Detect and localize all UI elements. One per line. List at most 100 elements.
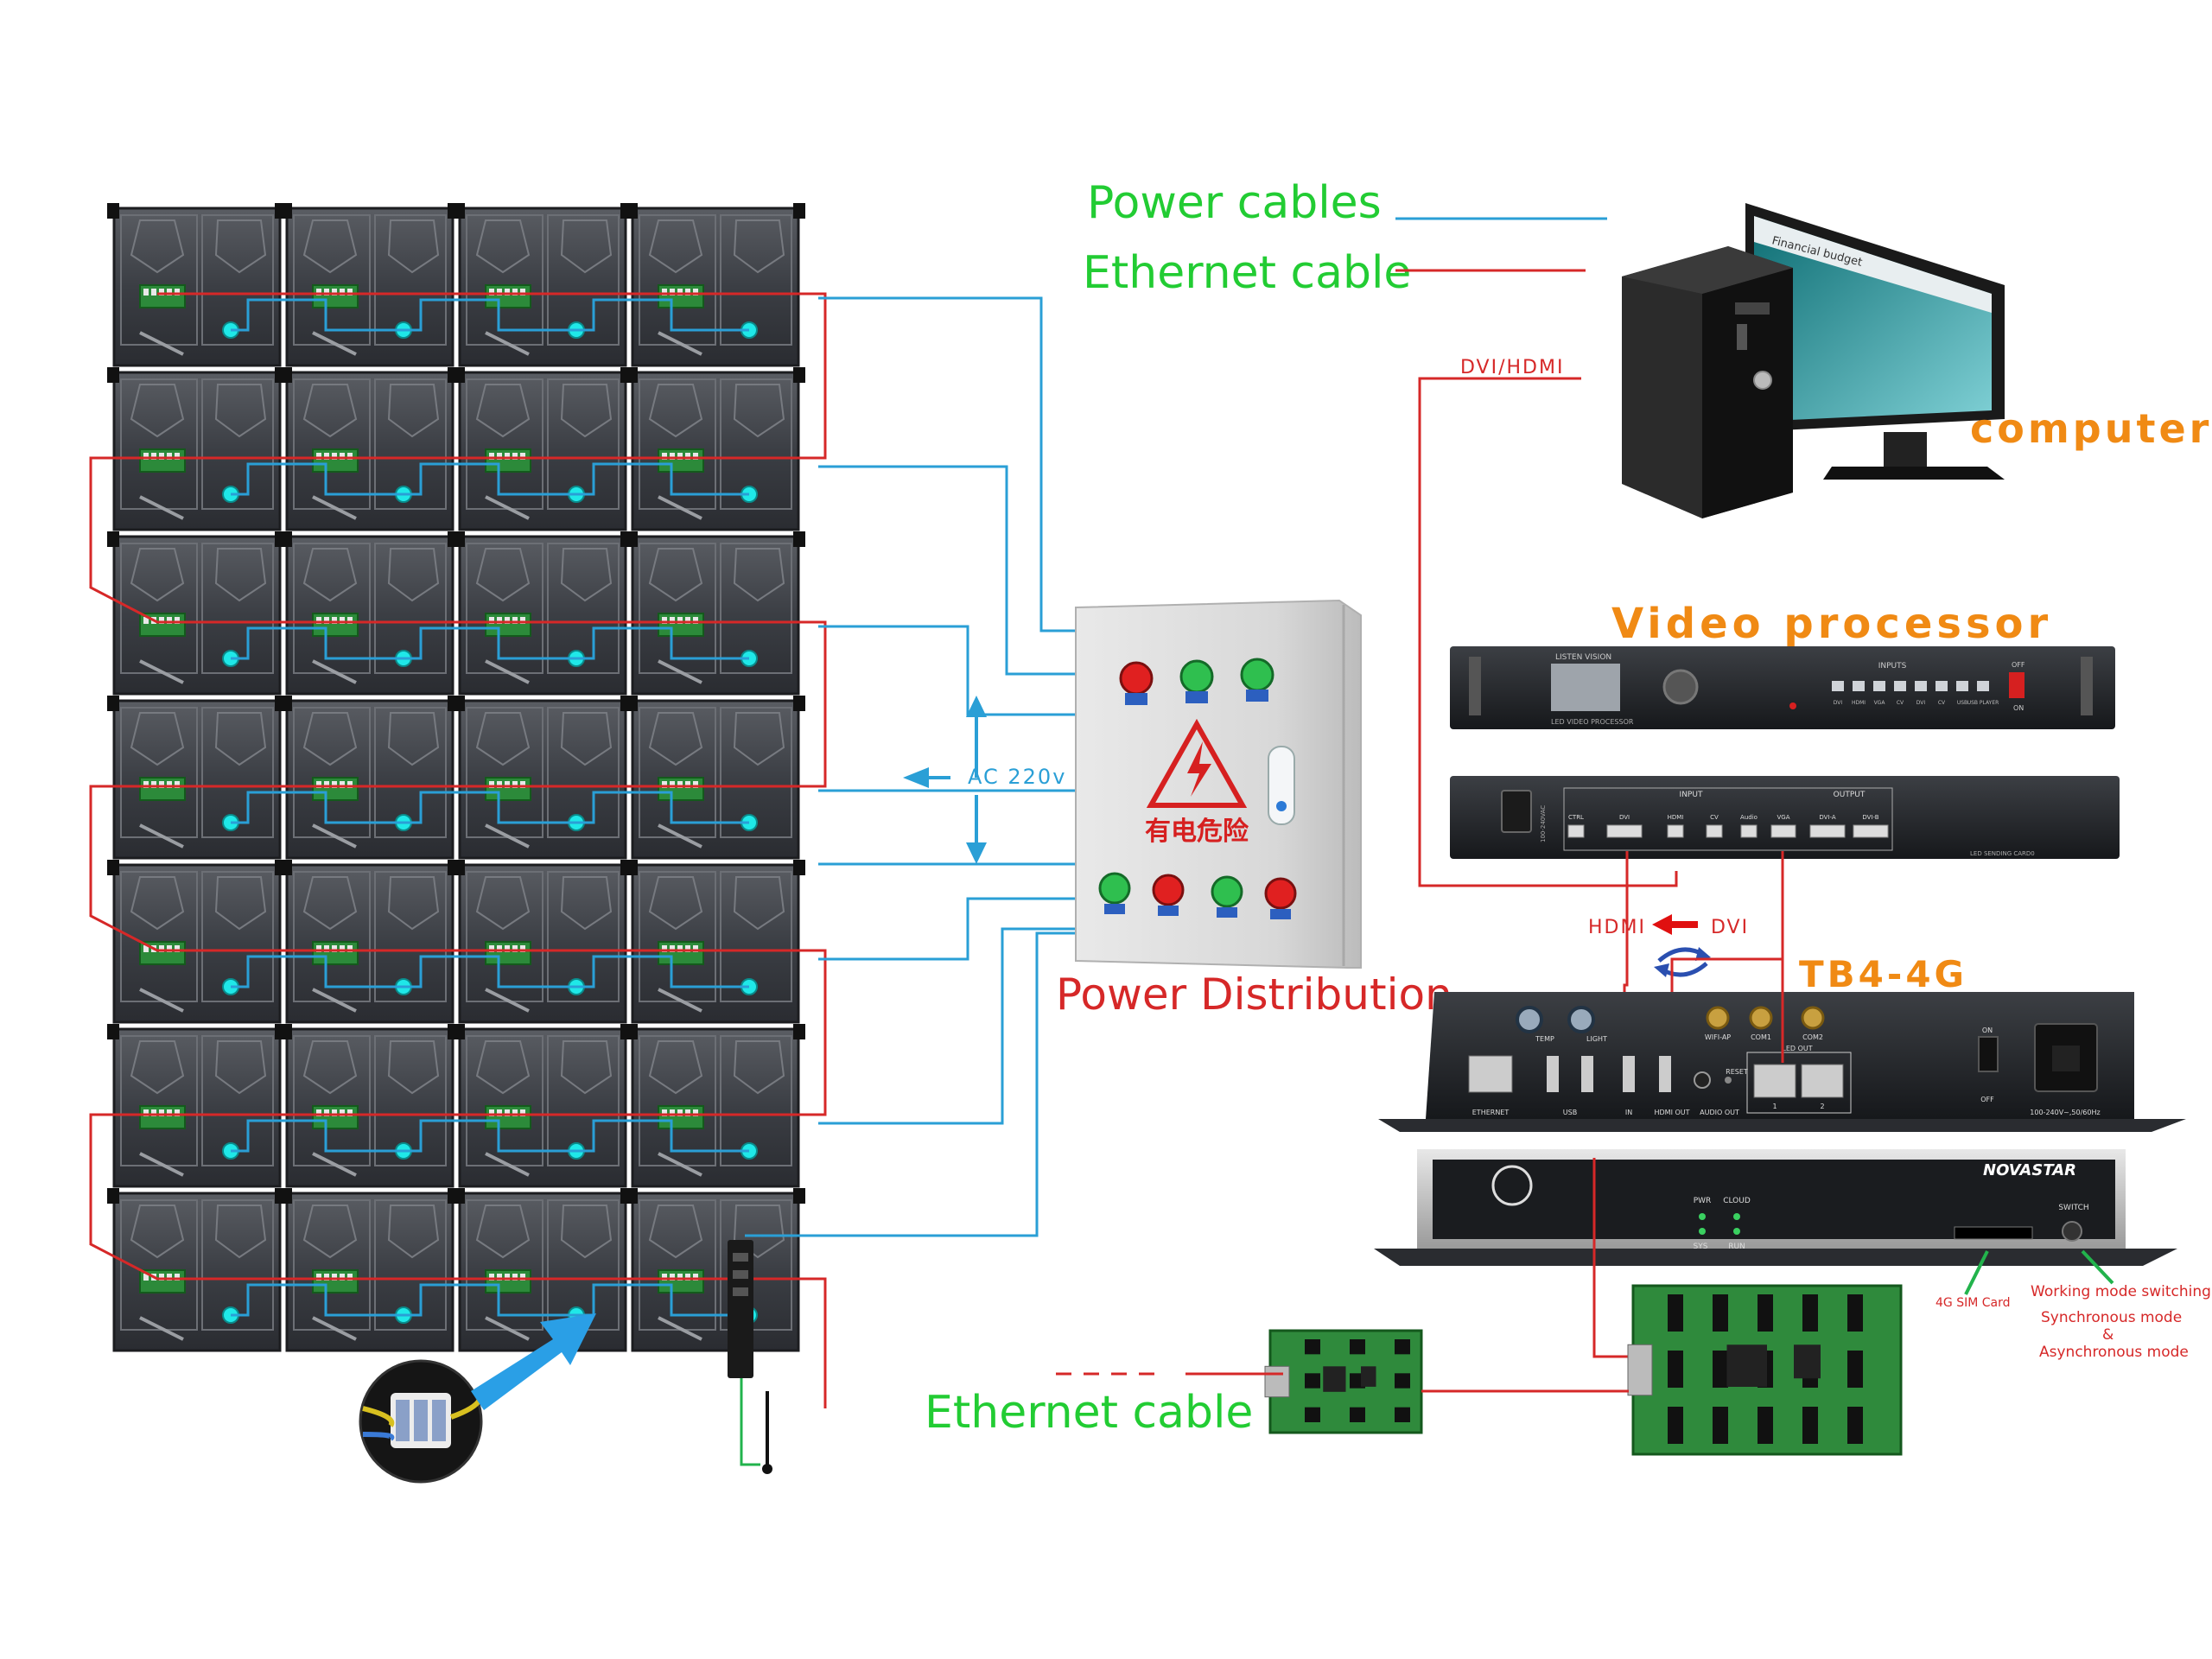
row-power-cable <box>231 955 749 988</box>
computer-label: computer <box>1970 405 2212 452</box>
warning-text: 有电危险 <box>1145 817 1249 847</box>
vp-rear-port[interactable] <box>1853 824 1889 838</box>
row-power-cable <box>231 1119 749 1153</box>
tb-antenna-port[interactable] <box>1706 1006 1730 1030</box>
receiver-board <box>139 448 186 473</box>
vp-rear-port[interactable] <box>1706 824 1723 838</box>
vp-rear-port[interactable] <box>1667 824 1684 838</box>
tb-led-out-port[interactable] <box>1801 1064 1844 1098</box>
power-feed-cable <box>745 931 1076 1237</box>
vp-rear-footer: LED SENDING CARD0 <box>1970 850 2035 857</box>
vp-input-button[interactable] <box>1853 681 1865 691</box>
vp-on-label: ON <box>2013 704 2024 712</box>
led-cabinet-module <box>453 860 632 1024</box>
tb-power-switch[interactable] <box>1978 1036 1999 1072</box>
tb-hdmi-in-port[interactable] <box>1623 1056 1635 1092</box>
vp-rear-port[interactable] <box>1770 824 1796 838</box>
tb-sensor-port[interactable] <box>1567 1006 1595 1033</box>
mode-line2: Asynchronous mode <box>2039 1344 2189 1361</box>
hdmi-label: HDMI <box>1588 917 1646 938</box>
vp-rear-port-label: DVI-A <box>1819 814 1835 821</box>
vp-rear-port[interactable] <box>1606 824 1643 838</box>
vp-power-switch[interactable] <box>2009 672 2024 698</box>
tb-led-out-port[interactable] <box>1753 1064 1796 1098</box>
vp-rear-port[interactable] <box>1567 824 1585 838</box>
led-cabinet-module <box>626 696 805 860</box>
vp-input-button[interactable] <box>1936 681 1948 691</box>
vp-rear-port[interactable] <box>1740 824 1758 838</box>
vp-rear-port-label: DVI-B <box>1862 814 1878 821</box>
vp-rear-port[interactable] <box>1809 824 1846 838</box>
tb-antenna-port[interactable] <box>1749 1006 1773 1030</box>
vp-input-label: HDMI <box>1852 700 1866 706</box>
bottom-button-row <box>1098 872 1297 919</box>
ac-arrows <box>903 696 987 864</box>
mode-switch-button[interactable] <box>2062 1221 2082 1242</box>
pc-tower-icon <box>1622 246 1793 518</box>
green-button[interactable] <box>1240 658 1274 702</box>
green-button[interactable] <box>1098 872 1131 914</box>
tb-antenna-port[interactable] <box>1801 1006 1825 1030</box>
receiver-board <box>312 448 359 473</box>
hdmi-arrow-icon <box>1652 914 1698 935</box>
tb-hdmi-out-port[interactable] <box>1659 1056 1671 1092</box>
tb-port-label: 2 <box>1820 1103 1824 1110</box>
receiving-card-large <box>1627 1284 1903 1456</box>
vp-input-button[interactable] <box>1894 681 1906 691</box>
vp-rear-port-label: Audio <box>1740 814 1758 821</box>
tb-status-led <box>1699 1228 1706 1235</box>
vp-knob[interactable] <box>1662 669 1699 705</box>
tb-status-led <box>1699 1213 1706 1220</box>
led-cabinet-module <box>280 531 460 696</box>
tb-port-label: LED OUT <box>1782 1045 1812 1052</box>
tb-port-label: LIGHT <box>1586 1035 1607 1043</box>
green-button[interactable] <box>1211 875 1243 918</box>
tb-reset-button[interactable] <box>1725 1077 1732 1084</box>
tb-ethernet-port[interactable] <box>1468 1055 1513 1093</box>
red-button[interactable] <box>1119 661 1154 705</box>
receiver-board <box>312 1269 359 1294</box>
tb-sensor-port[interactable] <box>1516 1006 1543 1033</box>
receiver-board <box>658 284 704 308</box>
dvi-hdmi-cable <box>1418 377 1678 887</box>
tb-status-led <box>1733 1213 1740 1220</box>
tb-port-label: 100-240V~,50/60Hz <box>2030 1109 2100 1116</box>
vp-input-button[interactable] <box>1977 681 1989 691</box>
receiver-board <box>658 777 704 801</box>
vp-menu-led <box>1789 702 1796 709</box>
receiver-board <box>658 1269 704 1294</box>
tb-front-label: PWR <box>1694 1197 1712 1205</box>
dvi-label: DVI <box>1711 917 1749 938</box>
vp-rear-port-label: VGA <box>1777 814 1789 821</box>
vp-input-button[interactable] <box>1956 681 1968 691</box>
tb-port-label: AUDIO OUT <box>1700 1109 1739 1116</box>
power-feed-cable <box>818 625 1076 716</box>
led-cabinet-module <box>280 696 460 860</box>
sim-label: 4G SIM Card <box>1936 1296 2011 1310</box>
led-cabinet-module <box>626 367 805 531</box>
tb-usb-port[interactable] <box>1547 1056 1559 1092</box>
vp-rear-port-label: CV <box>1710 814 1719 821</box>
row-power-cable <box>231 791 749 824</box>
vp-input-button[interactable] <box>1873 681 1885 691</box>
tb-brand: NOVASTAR <box>1983 1161 2076 1179</box>
vp-off-label: OFF <box>2012 661 2025 669</box>
receiving-card-small <box>1264 1329 1423 1434</box>
led-cabinet-module <box>107 860 287 1024</box>
vp-input-label: CV <box>1938 700 1946 706</box>
vp-input-button[interactable] <box>1915 681 1927 691</box>
row-power-cable <box>231 462 749 496</box>
row-power-cable <box>231 1283 749 1317</box>
red-button[interactable] <box>1264 877 1297 919</box>
computer: Financial budget <box>1622 203 2005 518</box>
tb-usb-port[interactable] <box>1581 1056 1593 1092</box>
led-cabinet-module <box>107 1024 287 1188</box>
red-button[interactable] <box>1152 874 1185 916</box>
sim-card-slot[interactable] <box>1954 1226 2033 1240</box>
tb-audio-port[interactable] <box>1694 1071 1711 1089</box>
green-button[interactable] <box>1179 659 1214 703</box>
vp-input-button[interactable] <box>1832 681 1844 691</box>
door-handle-icon[interactable] <box>1268 746 1295 825</box>
